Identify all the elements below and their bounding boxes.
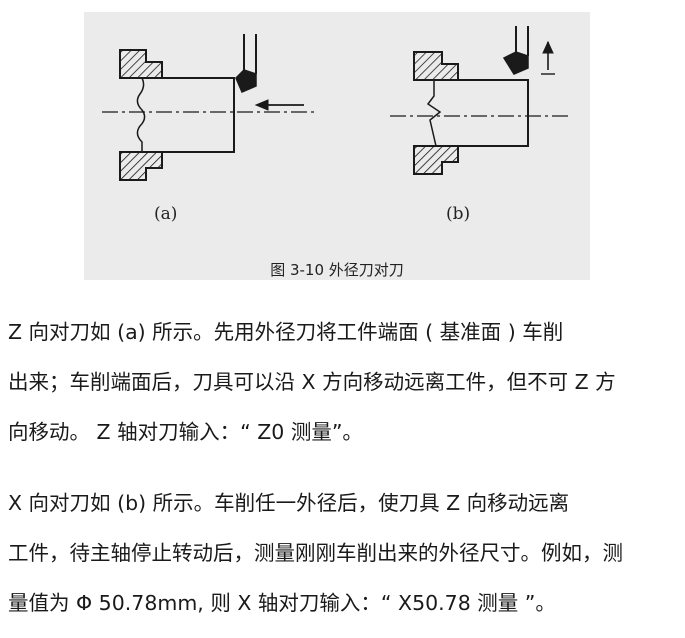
paragraph-line: 向移动。 Z 轴对刀输入：“ Z0 测量”。 (8, 420, 363, 444)
break-line-a (136, 77, 146, 152)
label-a: (a) (154, 204, 178, 224)
figure-3-10: (a) (b) 图 3-10 外径刀对刀 (84, 12, 590, 280)
paragraph-line: 工件，待主轴停止转动后，测量刚刚车削出来的外径尺寸。例如，测 (8, 541, 623, 565)
chuck-jaw-lower-b (413, 145, 459, 175)
paragraph-x-direction: X 向对刀如 (b) 所示。车削任一外径后，使刀具 Z 向移动远离 工件，待主轴… (8, 478, 676, 628)
workpiece-a (162, 77, 235, 153)
tool-insert-a (235, 69, 257, 93)
chuck-jaw-lower-a (119, 151, 163, 181)
figure-caption: 图 3-10 外径刀对刀 (270, 261, 404, 279)
tool-shank-a (243, 34, 257, 74)
paragraph-line: Z 向对刀如 (a) 所示。先用外径刀将工件端面 ( 基准面 ) 车削 (8, 320, 564, 344)
paragraph-line: 出来；车削端面后，刀具可以沿 X 方向移动远离工件，但不可 Z 方 (8, 370, 616, 394)
paragraph-line: 量值为 Φ 50.78mm, 则 X 轴对刀输入：“ X50.78 测量 ”。 (8, 591, 556, 615)
workpiece-b (458, 79, 529, 147)
paragraph-z-direction: Z 向对刀如 (a) 所示。先用外径刀将工件端面 ( 基准面 ) 车削 出来；车… (8, 307, 676, 457)
paragraph-line: X 向对刀如 (b) 所示。车削任一外径后，使刀具 Z 向移动远离 (8, 491, 570, 515)
chuck-jaw-upper-a (119, 49, 163, 79)
turning-diagram (102, 26, 572, 181)
break-line-b (426, 80, 442, 147)
label-b: (b) (446, 204, 471, 224)
diagram-a (102, 34, 316, 181)
tool-insert-b (502, 51, 529, 75)
chuck-jaw-upper-b (413, 51, 459, 81)
diagram-b (390, 26, 572, 175)
tool-shank-b (515, 26, 529, 56)
